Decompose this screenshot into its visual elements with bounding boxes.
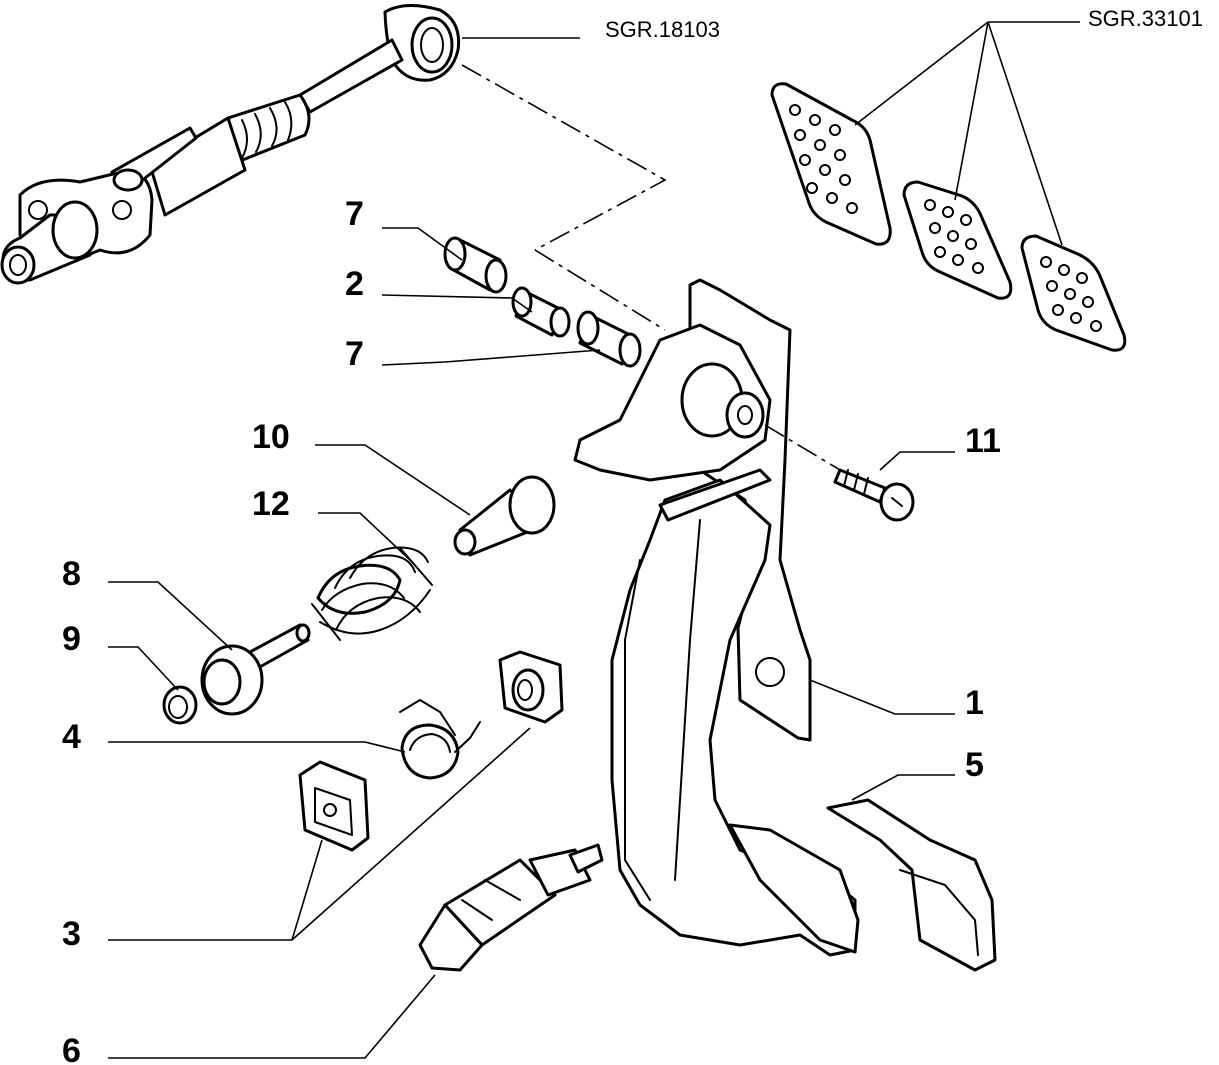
callout-8: 8	[62, 555, 81, 593]
callout-7-lower: 7	[345, 335, 364, 373]
leader-lines	[108, 21, 1080, 1059]
pedal-assembly	[573, 278, 860, 957]
pad-grip-dots	[789, 104, 1102, 332]
callout-9: 9	[62, 620, 81, 658]
callout-3: 3	[62, 915, 81, 953]
master-cylinder-assembly	[0, 4, 461, 285]
callout-1: 1	[965, 684, 984, 722]
pivot-axis-dashed-line	[461, 64, 667, 251]
callout-11: 11	[965, 422, 1001, 460]
callout-6: 6	[62, 1032, 81, 1065]
pedal-pads-group	[770, 82, 1127, 352]
part-9-washer	[162, 685, 198, 725]
part-3-bump-stop-lower	[298, 760, 370, 852]
callout-5: 5	[965, 746, 984, 784]
bolt-axis-dashed-line	[764, 424, 841, 471]
part-10-cap	[453, 475, 556, 557]
reference-sgr-18103: SGR.18103	[605, 17, 720, 42]
part-4-clip	[399, 699, 481, 780]
callout-4: 4	[62, 718, 81, 756]
callout-7-upper: 7	[345, 195, 364, 233]
part-12-spring	[311, 546, 433, 641]
reference-sgr-33101: SGR.33101	[1088, 6, 1203, 31]
callout-10: 10	[252, 418, 290, 456]
part-8-pin	[200, 623, 311, 716]
part-11-bolt	[833, 468, 915, 522]
bushings-group	[443, 236, 642, 368]
part-5-pedal-rubber	[826, 798, 997, 972]
callout-12: 12	[252, 485, 290, 523]
callout-2: 2	[345, 265, 364, 303]
part-6-switch	[418, 843, 604, 972]
pivot-axis-dashed-line-2	[534, 249, 666, 331]
part-3-bump-stop-upper	[498, 650, 564, 724]
